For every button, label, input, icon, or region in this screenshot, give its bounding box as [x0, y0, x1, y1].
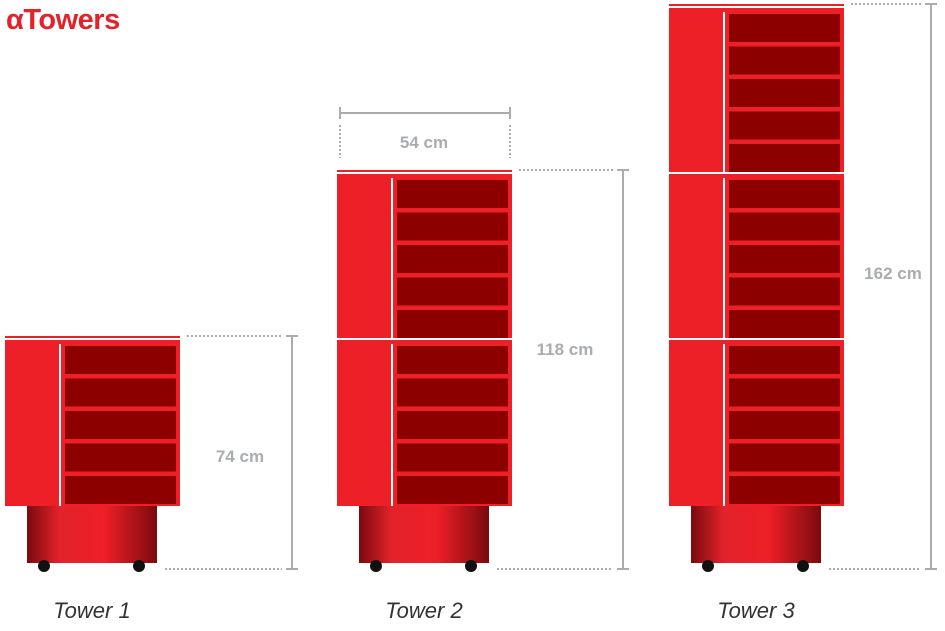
tower-cap	[5, 336, 180, 338]
tower-base	[359, 506, 489, 563]
tower-3	[669, 4, 844, 572]
module-top-edge	[669, 174, 844, 177]
tower-1-module	[5, 340, 180, 506]
drawer	[65, 443, 176, 472]
tower-3-label: Tower 3	[717, 598, 795, 623]
drawer	[729, 79, 840, 107]
drawer	[729, 212, 840, 241]
tower-cap	[669, 4, 844, 6]
tower-3-module	[669, 340, 844, 506]
module-separator	[337, 338, 512, 340]
wheel	[38, 560, 50, 572]
module-divider	[391, 178, 393, 340]
tower-2-height-label: 118 cm	[536, 340, 594, 359]
wheel	[702, 560, 714, 572]
module-divider	[723, 178, 725, 340]
module-separator	[669, 338, 844, 340]
tower-3-height-label: 162 cm	[864, 264, 922, 283]
drawer	[729, 46, 840, 75]
drawer	[729, 443, 840, 472]
drawer	[65, 476, 176, 504]
tower-3-module	[669, 174, 844, 340]
drawer	[397, 310, 508, 338]
drawer	[729, 144, 840, 172]
tower-cap	[337, 170, 512, 172]
drawer	[397, 443, 508, 472]
module-separator	[669, 172, 844, 174]
drawer	[397, 476, 508, 504]
tower-1-label: Tower 1	[53, 598, 131, 623]
tower-2-module	[337, 340, 512, 506]
module-divider	[723, 344, 725, 506]
brand-title: αTowers	[6, 4, 120, 36]
tower-2-module	[337, 174, 512, 340]
drawer	[397, 346, 508, 374]
tower-2-label: Tower 2	[385, 598, 463, 623]
module-top-edge	[669, 8, 844, 11]
drawer	[729, 476, 840, 504]
drawer	[397, 378, 508, 407]
drawer	[729, 411, 840, 439]
drawer	[729, 180, 840, 208]
tower-2	[337, 170, 512, 572]
tower-1	[5, 336, 180, 572]
module-top-edge	[669, 340, 844, 343]
module-divider	[723, 12, 725, 174]
wheel	[797, 560, 809, 572]
tower-base	[691, 506, 821, 563]
drawer	[729, 277, 840, 306]
drawer	[729, 346, 840, 374]
module-top-edge	[5, 340, 180, 343]
drawer	[397, 411, 508, 439]
drawer	[65, 346, 176, 374]
module-top-edge	[337, 174, 512, 177]
drawer	[729, 111, 840, 140]
drawer	[397, 277, 508, 306]
module-divider	[59, 344, 61, 506]
wheel	[465, 560, 477, 572]
drawer	[729, 245, 840, 273]
wheel	[370, 560, 382, 572]
drawer	[397, 212, 508, 241]
drawer	[397, 245, 508, 273]
module-divider	[391, 344, 393, 506]
tower-1-height-label: 74 cm	[215, 447, 265, 466]
drawer	[729, 378, 840, 407]
drawer	[65, 378, 176, 407]
wheel	[133, 560, 145, 572]
drawer	[729, 310, 840, 338]
tower-2-width-label: 54 cm	[399, 133, 449, 152]
drawer	[65, 411, 176, 439]
tower-base	[27, 506, 157, 563]
drawer	[729, 14, 840, 42]
tower-3-module	[669, 8, 844, 174]
module-top-edge	[337, 340, 512, 343]
drawer	[397, 180, 508, 208]
